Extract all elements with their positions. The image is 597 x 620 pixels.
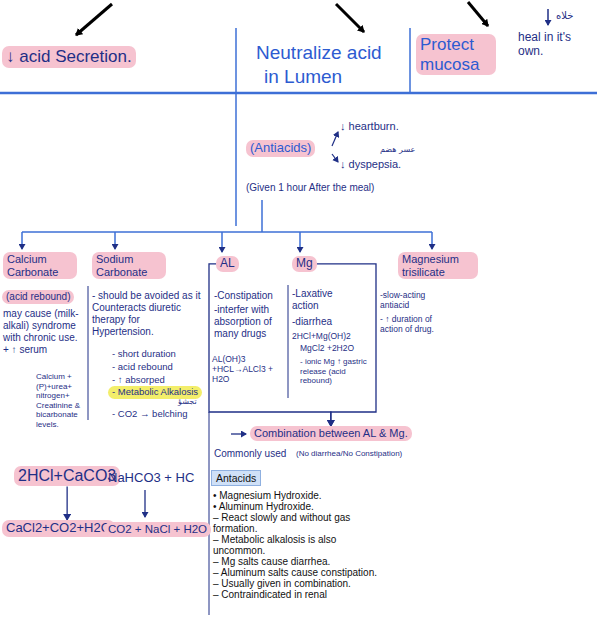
branch-arrow bbox=[114, 232, 116, 249]
pointer-arrow bbox=[76, 4, 112, 35]
node-text: (acid rebound) bbox=[6, 291, 70, 303]
typed-note-line: – Usually given in combination. bbox=[213, 578, 378, 589]
down-arrow bbox=[547, 9, 549, 25]
handwritten-note: - short duration bbox=[112, 348, 176, 359]
highlight-box: CO2 + NaCl + H2O bbox=[104, 522, 211, 537]
highlight-box: Mg bbox=[292, 256, 317, 272]
typed-note-line: – Contraindicated in renal bbox=[213, 589, 378, 600]
handwritten-note: 2HCl+Mg(OH)2 bbox=[292, 331, 351, 341]
highlight-box: CaCl2+CO2+H2O bbox=[2, 520, 115, 537]
node-text: Sodium Carbonate bbox=[96, 253, 162, 278]
node-text: Calcium Carbonate bbox=[7, 253, 73, 278]
highlight-box: (Antiacids) bbox=[246, 140, 315, 157]
handwritten-note: خلاه bbox=[556, 10, 573, 22]
branch-arrow bbox=[431, 232, 433, 249]
node-text: - Metabolic Alkalosis bbox=[112, 387, 198, 398]
node-text: Antacids bbox=[216, 472, 256, 484]
handwritten-note: ↓ dyspepsia. bbox=[340, 158, 401, 171]
highlight-box: Antacids bbox=[211, 470, 261, 486]
typed-note-line: – Mg salts cause diarrhea. bbox=[213, 556, 378, 567]
typed-note-line: • Magnesium Hydroxide. bbox=[213, 490, 378, 501]
typed-note-line: – React slowly and without gas formation… bbox=[213, 512, 378, 534]
handwritten-note: heal in it's own. bbox=[518, 30, 594, 59]
node-text: Mg bbox=[296, 257, 313, 271]
node-text: Combination between AL & Mg. bbox=[254, 427, 408, 440]
highlight-box: 2HCl+CaCO3 bbox=[14, 466, 120, 486]
handwritten-note: AL(OH)3 +HCL→ALCl3 + H2O bbox=[212, 354, 284, 385]
node-text: 2HCl+CaCO3 bbox=[18, 467, 116, 485]
node-text: ↓ acid Secretion. bbox=[6, 47, 132, 67]
typed-note-line: – Aluminum salts cause constipation. bbox=[213, 567, 378, 578]
handwritten-note: Calcium + (P)+urea+ nitrogen+ Creatinine… bbox=[36, 372, 86, 430]
handwritten-note: Neutralize acid bbox=[256, 42, 382, 65]
column-line bbox=[409, 28, 411, 93]
handwritten-note: - acid rebound bbox=[112, 361, 173, 372]
handwritten-note: may cause (milk-alkali) syndrome with ch… bbox=[3, 308, 85, 356]
pointer-arrow bbox=[231, 433, 246, 434]
handwritten-note: -interfer with absorption of many drugs bbox=[214, 304, 284, 340]
node-text: CO2 + NaCl + H2O bbox=[108, 523, 207, 536]
typed-note-line: • Aluminum Hydroxide. bbox=[213, 501, 378, 512]
highlight-box: AL bbox=[216, 256, 239, 272]
node-text: CaCl2+CO2+H2O bbox=[6, 521, 111, 536]
highlight-box: Combination between AL & Mg. bbox=[250, 426, 412, 441]
highlight-box: (acid rebound) bbox=[2, 290, 74, 304]
handwritten-note: (No diarrhea/No Constipation) bbox=[296, 449, 402, 459]
branch-arrow bbox=[299, 232, 301, 252]
handwritten-note: ↓ heartburn. bbox=[340, 120, 399, 133]
node-text: AL bbox=[220, 257, 235, 271]
highlight-box: - Metabolic Alkalosis bbox=[108, 386, 202, 399]
handwritten-note: عسر هضم bbox=[380, 145, 415, 155]
handwritten-note: -slow-acting antiacid bbox=[380, 290, 452, 310]
branch-arrow bbox=[21, 232, 23, 249]
highlight-box: Magnesium trisilicate bbox=[398, 252, 478, 279]
handwritten-note: NaHCO3 + HC bbox=[108, 470, 194, 486]
handwritten-note: -Constipation bbox=[214, 290, 273, 302]
handwritten-note: - should be avoided as it Counteracts di… bbox=[92, 290, 204, 338]
highlight-box: ↓ acid Secretion. bbox=[2, 46, 136, 68]
reaction-arrow bbox=[144, 490, 145, 517]
highlight-box: Protect mucosa bbox=[416, 34, 496, 75]
branch-line bbox=[22, 231, 432, 233]
branch-line bbox=[261, 200, 263, 232]
node-text: Magnesium trisilicate bbox=[402, 253, 474, 278]
highlight-box: Sodium Carbonate bbox=[92, 252, 166, 279]
handwritten-note: - ↑ duration of action of drug. bbox=[380, 314, 452, 334]
pointer-arrow bbox=[336, 4, 364, 32]
handwritten-note: in Lumen bbox=[264, 66, 342, 89]
branch-arrow bbox=[221, 232, 223, 252]
column-line bbox=[288, 285, 289, 398]
handwritten-note: -diarrhea bbox=[292, 316, 332, 328]
handwritten-note: - CO2 → belching bbox=[112, 408, 188, 419]
connector-line bbox=[66, 486, 67, 520]
node-text: Protect mucosa bbox=[420, 35, 492, 74]
handwritten-note: - ↑ absorped bbox=[112, 374, 165, 385]
divider-line bbox=[0, 92, 597, 95]
column-line bbox=[235, 28, 237, 226]
branch-arrow bbox=[332, 154, 338, 162]
column-line bbox=[88, 286, 89, 420]
handwritten-note: MgCl2 +2H2O bbox=[300, 343, 354, 353]
node-text: (Antiacids) bbox=[250, 141, 311, 156]
typed-note-line: – Metabolic alkalosis is also uncommon. bbox=[213, 534, 378, 556]
handwritten-note: تجشؤ bbox=[178, 397, 197, 407]
column-line bbox=[209, 412, 210, 615]
handwritten-note: -Laxative action bbox=[292, 288, 362, 312]
branch-arrow bbox=[332, 132, 338, 146]
handwritten-note: - ionic Mg ↑ gastric release (acid rebou… bbox=[300, 357, 372, 386]
highlight-box: Calcium Carbonate bbox=[3, 252, 77, 279]
handwritten-note: Commonly used bbox=[214, 448, 286, 460]
pointer-arrow bbox=[468, 2, 488, 26]
handwritten-note: (Given 1 hour After the meal) bbox=[246, 182, 374, 194]
